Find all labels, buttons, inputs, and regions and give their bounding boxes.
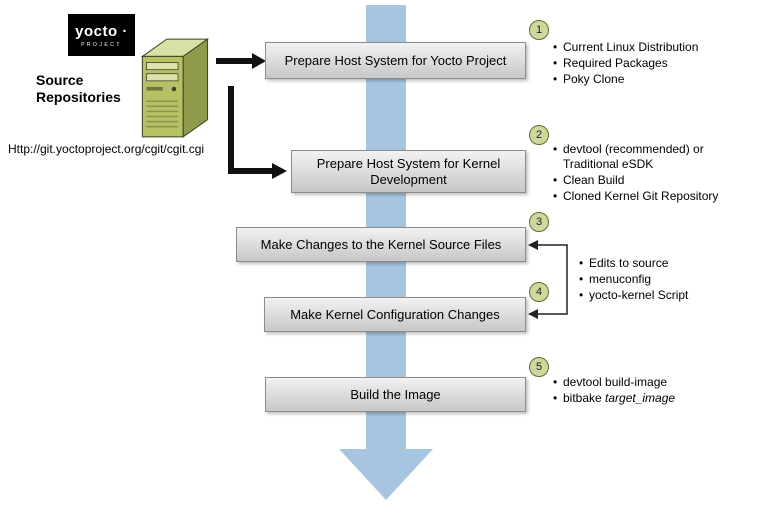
bullet-item: Edits to source — [577, 256, 757, 271]
bullet-item: yocto-kernel Script — [577, 288, 757, 303]
repo-url: Http://git.yoctoproject.org/cgit/cgit.cg… — [8, 142, 205, 156]
bullet-item: Required Packages — [551, 56, 763, 71]
step4-box: Make Kernel Configuration Changes — [264, 297, 526, 332]
step3-box: Make Changes to the Kernel Source Files — [236, 227, 526, 262]
italic-target-image: target_image — [605, 391, 676, 405]
step1-label: Prepare Host System for Yocto Project — [284, 52, 507, 68]
step1-number-badge: 1 — [529, 20, 549, 40]
arrow-to-step1 — [216, 53, 266, 69]
steps34-bracket — [528, 240, 568, 319]
source-label-line1: Source — [36, 72, 84, 88]
step2-number-badge: 2 — [529, 125, 549, 145]
steps34-shared-bullets: Edits to source menuconfig yocto-kernel … — [577, 256, 757, 304]
step1-bullets: Current Linux Distribution Required Pack… — [551, 40, 763, 88]
step4-label: Make Kernel Configuration Changes — [290, 306, 500, 322]
bullet-item: Poky Clone — [551, 72, 763, 87]
step5-bullets: devtool build-image bitbake target_image — [551, 375, 756, 407]
bullet-item: Cloned Kernel Git Repository — [551, 189, 736, 204]
yocto-logo: yocto · PROJECT — [68, 14, 135, 56]
step3-label: Make Changes to the Kernel Source Files — [260, 236, 502, 252]
server-icon — [140, 38, 210, 138]
step2-bullets: devtool (recommended) or Traditional eSD… — [551, 142, 736, 205]
step5-number-badge: 5 — [529, 357, 549, 377]
bullet-item: menuconfig — [577, 272, 757, 287]
yocto-logo-subtitle: PROJECT — [81, 41, 122, 48]
bullet-item: devtool (recommended) or Traditional eSD… — [551, 142, 736, 172]
step5-box: Build the Image — [265, 377, 526, 412]
step2-box: Prepare Host System for Kernel Developme… — [291, 150, 526, 193]
step2-label: Prepare Host System for Kernel Developme… — [316, 155, 501, 187]
yocto-logo-title: yocto · — [75, 22, 128, 40]
step4-number-badge: 4 — [529, 282, 549, 302]
step1-box: Prepare Host System for Yocto Project — [265, 42, 526, 79]
bullet-item: Clean Build — [551, 173, 736, 188]
step5-label: Build the Image — [350, 386, 441, 402]
source-repositories-label: Source Repositories — [36, 72, 121, 106]
bullet-item: bitbake target_image — [551, 391, 756, 406]
source-label-line2: Repositories — [36, 89, 121, 105]
step3-number-badge: 3 — [529, 212, 549, 232]
bullet-item: Current Linux Distribution — [551, 40, 763, 55]
bullet-item: devtool build-image — [551, 375, 756, 390]
arrow-to-step2 — [228, 86, 287, 179]
